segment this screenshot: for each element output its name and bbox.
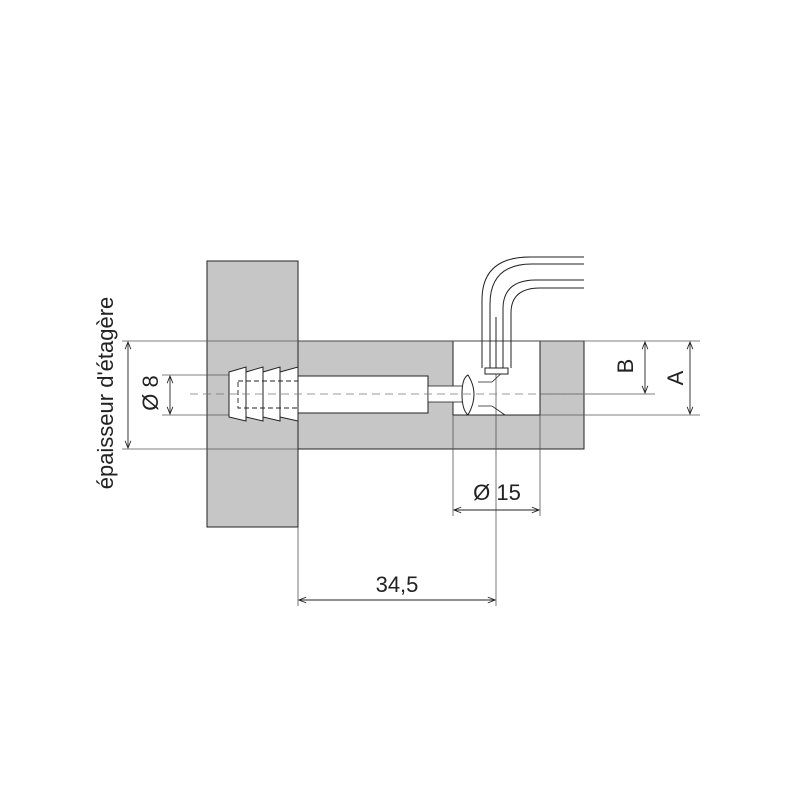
dowel-hidden-outline xyxy=(237,380,299,409)
b-label: B xyxy=(613,359,638,374)
a-label: A xyxy=(663,370,688,385)
shelf-thickness-label: épaisseur d'étagère xyxy=(93,297,118,490)
dia-15-label: Ø 15 xyxy=(473,480,521,505)
dist-34-5-label: 34,5 xyxy=(376,572,419,597)
bore-hole xyxy=(297,375,429,414)
bolt-head xyxy=(461,374,475,416)
dia-8-label: Ø 8 xyxy=(138,375,163,410)
hex-key xyxy=(481,256,584,375)
